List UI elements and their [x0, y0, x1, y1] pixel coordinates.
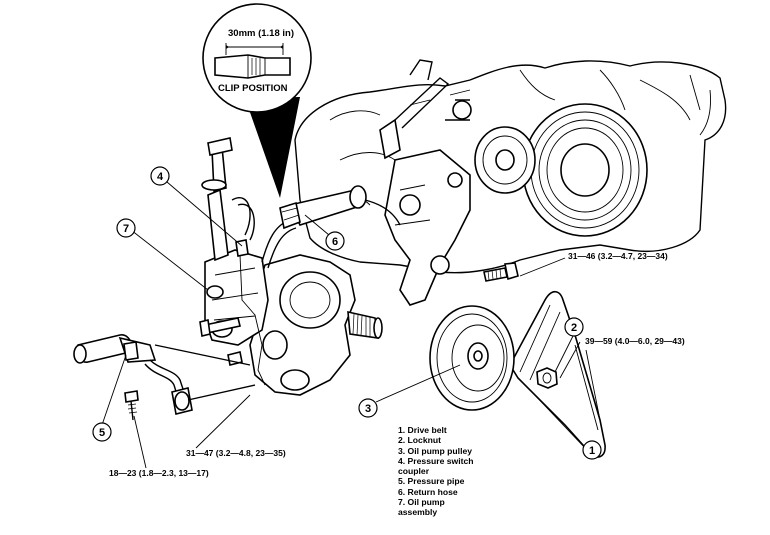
torque-pipe-bolt: 18—23 (1.8—2.3, 13—17) — [109, 468, 209, 478]
idler-pulley — [474, 126, 536, 194]
parts-legend: 1. Drive belt 2. Locknut 3. Oil pump pul… — [398, 425, 518, 518]
callout-7-number: 7 — [123, 223, 129, 235]
clip-position-inset: 30mm (1.18 in) CLIP POSITION — [202, 3, 312, 198]
legend-item: 7. Oil pump — [398, 497, 445, 508]
callout-6-number: 6 — [332, 236, 338, 248]
callout-3-number: 3 — [365, 403, 371, 415]
callout-7: 7 — [116, 218, 136, 238]
legend-item: 3. Oil pump pulley — [398, 445, 473, 456]
torque-locknut: 39—59 (4.0—6.0, 29—43) — [585, 336, 685, 346]
torque-pump-bolt: 31—47 (3.2—4.8, 23—35) — [186, 448, 286, 458]
callout-5: 5 — [92, 422, 112, 442]
callout-1-number: 1 — [589, 445, 595, 457]
drive-belt — [509, 290, 606, 458]
callout-3: 3 — [358, 398, 378, 418]
legend-item: 6. Return hose — [398, 486, 458, 497]
pump-bracket — [384, 149, 471, 306]
oil-pump-pulley — [429, 305, 515, 411]
callout-5-number: 5 — [99, 427, 105, 439]
callout-6: 6 — [325, 231, 345, 251]
legend-item: 4. Pressure switch — [398, 455, 474, 466]
inset-caption: CLIP POSITION — [218, 83, 288, 94]
legend-item: 5. Pressure pipe — [398, 476, 465, 487]
callout-2-number: 2 — [571, 322, 577, 334]
oil-pump-assembly — [199, 137, 383, 396]
callout-4: 4 — [150, 166, 170, 186]
locknut — [536, 367, 558, 389]
legend-item: assembly — [398, 507, 438, 518]
crankshaft-pulley — [522, 103, 648, 237]
return-hose — [279, 185, 401, 230]
torque-bracket-bolt: 31—46 (3.2—4.7, 23—34) — [568, 251, 668, 261]
bracket-bolt — [483, 262, 519, 282]
engine-block — [294, 59, 727, 306]
leader-lines — [101, 181, 586, 469]
callout-4-number: 4 — [157, 171, 164, 183]
inset-dimension-label: 30mm (1.18 in) — [228, 28, 294, 39]
legend-item: coupler — [398, 466, 430, 477]
pressure-pipe — [73, 334, 256, 421]
callout-2: 2 — [564, 317, 584, 337]
legend-item: 1. Drive belt — [398, 425, 447, 435]
callout-1: 1 — [582, 440, 602, 460]
legend-item: 2. Locknut — [398, 435, 441, 446]
